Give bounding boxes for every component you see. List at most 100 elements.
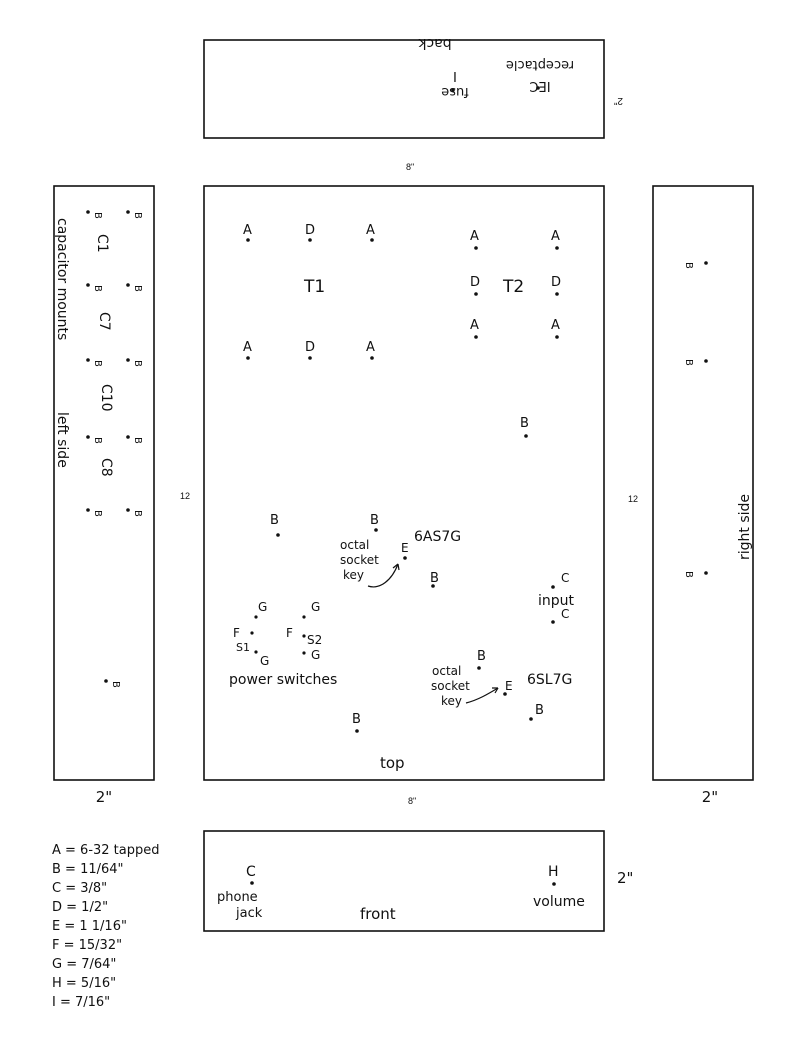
hole-b-label: B bbox=[270, 513, 279, 528]
iec-label: IEC bbox=[529, 78, 550, 93]
hole-b-label: B bbox=[430, 571, 439, 586]
left-b-label: B bbox=[110, 681, 121, 688]
left-panel-outline bbox=[53, 185, 155, 781]
cap-c1-label: C1 bbox=[94, 234, 110, 253]
volume-label: volume bbox=[533, 894, 585, 910]
switch-s1-label: S1 bbox=[236, 641, 250, 654]
socket-label: socket bbox=[431, 679, 470, 693]
left-side-panel: capacitor mounts left side C1 C7 C10 C8 … bbox=[53, 185, 155, 806]
hole-a-label: A bbox=[551, 318, 560, 333]
left-b-label: B bbox=[92, 212, 103, 219]
socket-e-hole bbox=[403, 556, 407, 560]
top-width-dim: 8" bbox=[408, 796, 416, 806]
legend-item: D = 1/2" bbox=[52, 900, 108, 915]
hole-g-label: G bbox=[311, 648, 320, 662]
phone-jack-hole bbox=[250, 881, 254, 885]
key-arrow bbox=[465, 687, 499, 704]
left-b-label: B bbox=[132, 212, 143, 219]
front-title: front bbox=[360, 905, 396, 923]
hole-f-label: F bbox=[286, 626, 293, 640]
input-jack: C C input bbox=[538, 571, 575, 624]
left-b-holes: B B B B B B B B B B B bbox=[86, 210, 143, 688]
legend-item: E = 1 1/16" bbox=[52, 919, 127, 934]
hole-d-label: D bbox=[551, 275, 561, 290]
right-height-dim: 12 bbox=[628, 494, 638, 504]
hole-c-label: C bbox=[561, 571, 569, 585]
right-b-label: B bbox=[683, 262, 694, 269]
legend-item: A = 6-32 tapped bbox=[52, 843, 160, 858]
cap-c7-label: C7 bbox=[96, 312, 112, 331]
iec-receptacle-hole bbox=[536, 86, 540, 90]
hole-a-label: A bbox=[366, 340, 375, 355]
right-width-dim: 2" bbox=[702, 788, 718, 806]
left-b-label: B bbox=[132, 437, 143, 444]
hole-f-label: F bbox=[233, 626, 240, 640]
front-c-label: C bbox=[246, 864, 256, 880]
hole-d-label: D bbox=[305, 340, 315, 355]
hole-g-label: G bbox=[260, 654, 269, 668]
power-switches-label: power switches bbox=[229, 672, 337, 688]
t1-mount-holes: A D A A D A T1 bbox=[243, 223, 375, 360]
key-label: key bbox=[441, 694, 462, 708]
power-switches: G F S1 G G F S2 G power switches bbox=[229, 600, 337, 688]
hole-a-label: A bbox=[551, 229, 560, 244]
top-title: top bbox=[380, 754, 405, 772]
back-panel: back IEC receptacle fuse I 2" 8" bbox=[203, 35, 623, 172]
top-panel-outline bbox=[203, 185, 605, 781]
top-panel: 12 8" A D A A D A T1 A A D D A A T2 B B … bbox=[180, 185, 605, 806]
front-panel: C phone jack H volume front 2" bbox=[203, 830, 633, 932]
right-b-holes: B B B bbox=[683, 261, 708, 578]
receptacle-label: receptacle bbox=[506, 57, 574, 72]
left-b-label: B bbox=[132, 360, 143, 367]
octal-label: octal bbox=[340, 538, 369, 552]
left-capacitor-mounts-label: capacitor mounts bbox=[54, 218, 70, 340]
t2-label: T2 bbox=[502, 277, 524, 297]
top-b-holes: B B B B B B B bbox=[270, 416, 544, 733]
right-side-title: right side bbox=[737, 494, 753, 560]
hole-b-label: B bbox=[352, 712, 361, 727]
fuse-hole bbox=[451, 88, 455, 92]
phone-label: phone bbox=[217, 890, 258, 905]
hole-a-label: A bbox=[470, 229, 479, 244]
jack-label: jack bbox=[235, 906, 263, 921]
drill-size-legend: A = 6-32 tapped B = 11/64" C = 3/8" D = … bbox=[52, 843, 160, 1010]
left-b-label: B bbox=[132, 510, 143, 517]
hole-a-label: A bbox=[243, 223, 252, 238]
socket-e-hole bbox=[503, 692, 507, 696]
tube-6as7g-label: 6AS7G bbox=[414, 529, 461, 545]
hole-a-label: A bbox=[243, 340, 252, 355]
t1-label: T1 bbox=[303, 277, 325, 297]
back-title: back bbox=[417, 35, 451, 51]
legend-item: I = 7/16" bbox=[52, 995, 110, 1010]
hole-d-label: D bbox=[470, 275, 480, 290]
hole-b-label: B bbox=[370, 513, 379, 528]
left-b-label: B bbox=[92, 285, 103, 292]
hole-e-label: E bbox=[401, 541, 409, 555]
left-b-label: B bbox=[92, 437, 103, 444]
front-panel-outline bbox=[203, 830, 605, 932]
hole-e-label: E bbox=[505, 679, 513, 693]
right-panel-outline bbox=[652, 185, 754, 781]
left-width-dim: 2" bbox=[96, 788, 112, 806]
fuse-size-label: I bbox=[453, 68, 457, 83]
legend-item: H = 5/16" bbox=[52, 976, 116, 991]
tube-6sl7g-label: 6SL7G bbox=[527, 672, 572, 688]
hole-b-label: B bbox=[535, 703, 544, 718]
6sl7g-socket: E 6SL7G octal socket key bbox=[431, 664, 572, 708]
input-label: input bbox=[538, 593, 575, 609]
hole-b-label: B bbox=[477, 649, 486, 664]
back-panel-outline bbox=[203, 39, 605, 139]
legend-item: G = 7/64" bbox=[52, 957, 116, 972]
legend-item: F = 15/32" bbox=[52, 938, 122, 953]
legend-item: B = 11/64" bbox=[52, 862, 124, 877]
left-b-label: B bbox=[92, 510, 103, 517]
back-height-dim: 2" bbox=[613, 95, 623, 106]
cap-c10-label: C10 bbox=[98, 384, 114, 412]
switch-s2-label: S2 bbox=[307, 633, 322, 647]
right-b-label: B bbox=[683, 571, 694, 578]
t2-mount-holes: A A D D A A T2 bbox=[470, 229, 561, 339]
hole-a-label: A bbox=[366, 223, 375, 238]
front-height-dim: 2" bbox=[617, 869, 633, 887]
